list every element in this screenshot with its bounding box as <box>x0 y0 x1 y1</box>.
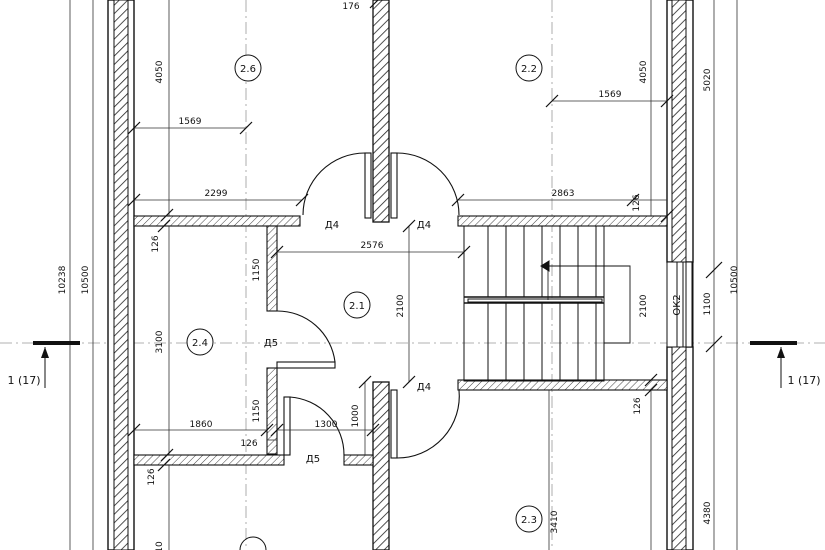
dim-2576: 2576 <box>361 241 384 251</box>
room-label-circles <box>186 54 543 550</box>
door-d5-lower <box>283 396 345 456</box>
section-label-left: 1 (17) <box>7 374 40 387</box>
door-label-d5-lower: Д5 <box>306 454 320 465</box>
central-wall <box>372 0 390 550</box>
dim-126-right-bot: 126 <box>633 397 643 414</box>
right-outer-wall <box>666 0 694 550</box>
partitions <box>133 215 668 466</box>
dim-3410: 3410 <box>550 510 560 533</box>
door-label-d4-right: Д4 <box>417 220 431 231</box>
dim-2299: 2299 <box>205 189 228 199</box>
dim-1569-left: 1569 <box>179 117 202 127</box>
dim-1150-bot: 1150 <box>252 399 262 422</box>
dim-2100-mid: 2100 <box>396 294 406 317</box>
dim-4050-right: 4050 <box>639 60 649 83</box>
room-label-2-2: 2.2 <box>521 64 537 75</box>
dim-4380: 4380 <box>703 501 713 524</box>
door-d4-left <box>302 152 372 219</box>
dim-126-left: 126 <box>151 235 161 252</box>
dim-10238: 10238 <box>58 265 68 294</box>
section-markers <box>33 341 797 388</box>
outer-dimension-ticks <box>705 261 723 353</box>
staircase <box>463 225 631 382</box>
dim-1300: 1300 <box>315 420 338 430</box>
dimension-ticks <box>127 0 674 472</box>
dim-1100: 1100 <box>703 292 713 315</box>
window-label-ok2: ОК2 <box>672 294 683 315</box>
left-outer-wall <box>107 0 135 550</box>
room-label-2-4: 2.4 <box>192 338 208 349</box>
door-label-d4-left: Д4 <box>325 220 339 231</box>
door-label-d5-upper: Д5 <box>264 338 278 349</box>
dim-1569-right: 1569 <box>599 90 622 100</box>
room-label-2-6: 2.6 <box>240 64 256 75</box>
dim-10500-left: 10500 <box>81 265 91 294</box>
dim-10500-right: 10500 <box>730 265 740 294</box>
dim-1000: 1000 <box>351 404 361 427</box>
dim-3100: 3100 <box>155 330 165 353</box>
dim-5020: 5020 <box>703 68 713 91</box>
dim-126-left-bot: 126 <box>147 468 157 485</box>
window-ok2 <box>666 261 694 348</box>
room-label-2-1: 2.1 <box>349 301 365 312</box>
dim-126-mid: 126 <box>240 439 257 449</box>
dim-126-right-top: 126 <box>632 194 642 211</box>
dim-2863: 2863 <box>552 189 575 199</box>
dim-bottom-partial: 10 <box>155 541 165 550</box>
door-d4-right <box>390 152 460 219</box>
door-d4-lower <box>390 389 460 459</box>
dim-2100-stair: 2100 <box>639 294 649 317</box>
outer-dimension-lines <box>69 0 738 550</box>
dim-1150-top: 1150 <box>252 258 262 281</box>
door-d5-upper <box>276 310 336 369</box>
dim-4050-left: 4050 <box>155 60 165 83</box>
section-label-right: 1 (17) <box>787 374 820 387</box>
interior-dimension-lines <box>134 0 667 550</box>
dim-1860: 1860 <box>190 420 213 430</box>
room-label-2-3: 2.3 <box>521 515 537 526</box>
door-label-d4-lower: Д4 <box>417 382 431 393</box>
dim-176: 176 <box>342 2 359 12</box>
